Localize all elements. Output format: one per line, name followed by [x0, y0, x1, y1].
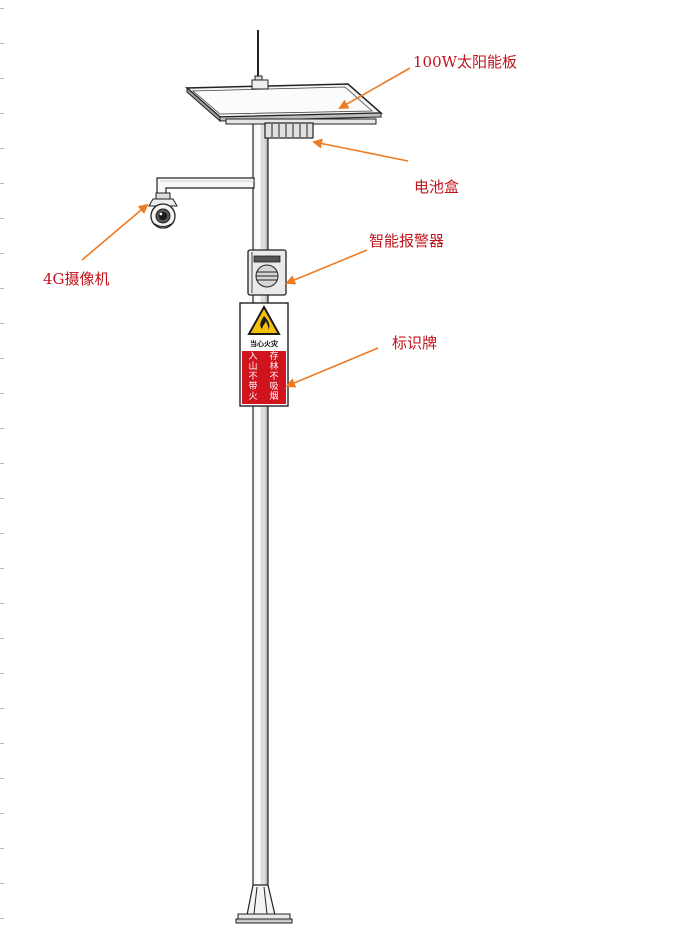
sign-plate — [239, 302, 289, 407]
arrow-battery-box — [312, 138, 409, 162]
pole-base — [235, 884, 293, 924]
ruler-tick — [0, 463, 4, 464]
sign-char: 入 — [248, 352, 258, 362]
label-sign: 标识牌 — [392, 334, 438, 352]
sign-right-column: 存 林 不 吸 烟 — [268, 352, 280, 402]
sign-char: 火 — [248, 392, 258, 402]
ruler-tick — [0, 778, 4, 779]
ruler-tick — [0, 813, 4, 814]
sign-char: 不 — [269, 372, 279, 382]
ruler-tick — [0, 43, 4, 44]
sign-char: 吸 — [269, 382, 279, 392]
ruler-tick — [0, 218, 4, 219]
sign-left-column: 入 山 不 带 火 — [247, 352, 259, 402]
dome-camera — [148, 192, 178, 229]
arrow-solar-panel — [338, 67, 411, 109]
label-camera: 4G摄像机 — [43, 270, 110, 288]
sign-char: 山 — [248, 362, 258, 372]
ruler-tick — [0, 673, 4, 674]
ruler-tick — [0, 8, 4, 9]
ruler-tick — [0, 428, 4, 429]
sign-header: 当心火灾 — [250, 340, 278, 348]
ruler-tick — [0, 743, 4, 744]
lightning-rod — [254, 30, 263, 87]
label-solar-panel: 100W太阳能板 — [413, 53, 518, 71]
arrow-sign — [285, 347, 379, 388]
ruler-tick — [0, 288, 4, 289]
ruler-tick — [0, 848, 4, 849]
ruler-tick — [0, 148, 4, 149]
ruler-tick — [0, 78, 4, 79]
ruler-tick — [0, 568, 4, 569]
ruler-tick — [0, 183, 4, 184]
ruler-tick — [0, 918, 4, 919]
smart-alarm — [247, 249, 287, 296]
ruler-tick — [0, 638, 4, 639]
ruler-tick — [0, 253, 4, 254]
arrow-camera — [81, 203, 149, 261]
label-alarm: 智能报警器 — [369, 232, 445, 250]
left-ruler — [0, 0, 4, 929]
sign-char: 烟 — [269, 392, 279, 402]
battery-box — [264, 122, 314, 139]
ruler-tick — [0, 883, 4, 884]
arrow-alarm — [285, 249, 368, 285]
ruler-tick — [0, 323, 4, 324]
sign-char: 带 — [248, 382, 258, 392]
sign-char: 不 — [248, 372, 258, 382]
sign-char: 存 — [269, 352, 279, 362]
main-pole — [252, 117, 269, 889]
ruler-tick — [0, 603, 4, 604]
ruler-tick — [0, 393, 4, 394]
label-battery-box: 电池盒 — [414, 178, 460, 196]
camera-arm — [156, 177, 255, 196]
ruler-tick — [0, 358, 4, 359]
sign-char: 林 — [269, 362, 279, 372]
solar-panel — [185, 79, 383, 125]
callout-arrows — [81, 67, 411, 388]
ruler-tick — [0, 708, 4, 709]
ruler-tick — [0, 533, 4, 534]
ruler-tick — [0, 113, 4, 114]
ruler-tick — [0, 498, 4, 499]
